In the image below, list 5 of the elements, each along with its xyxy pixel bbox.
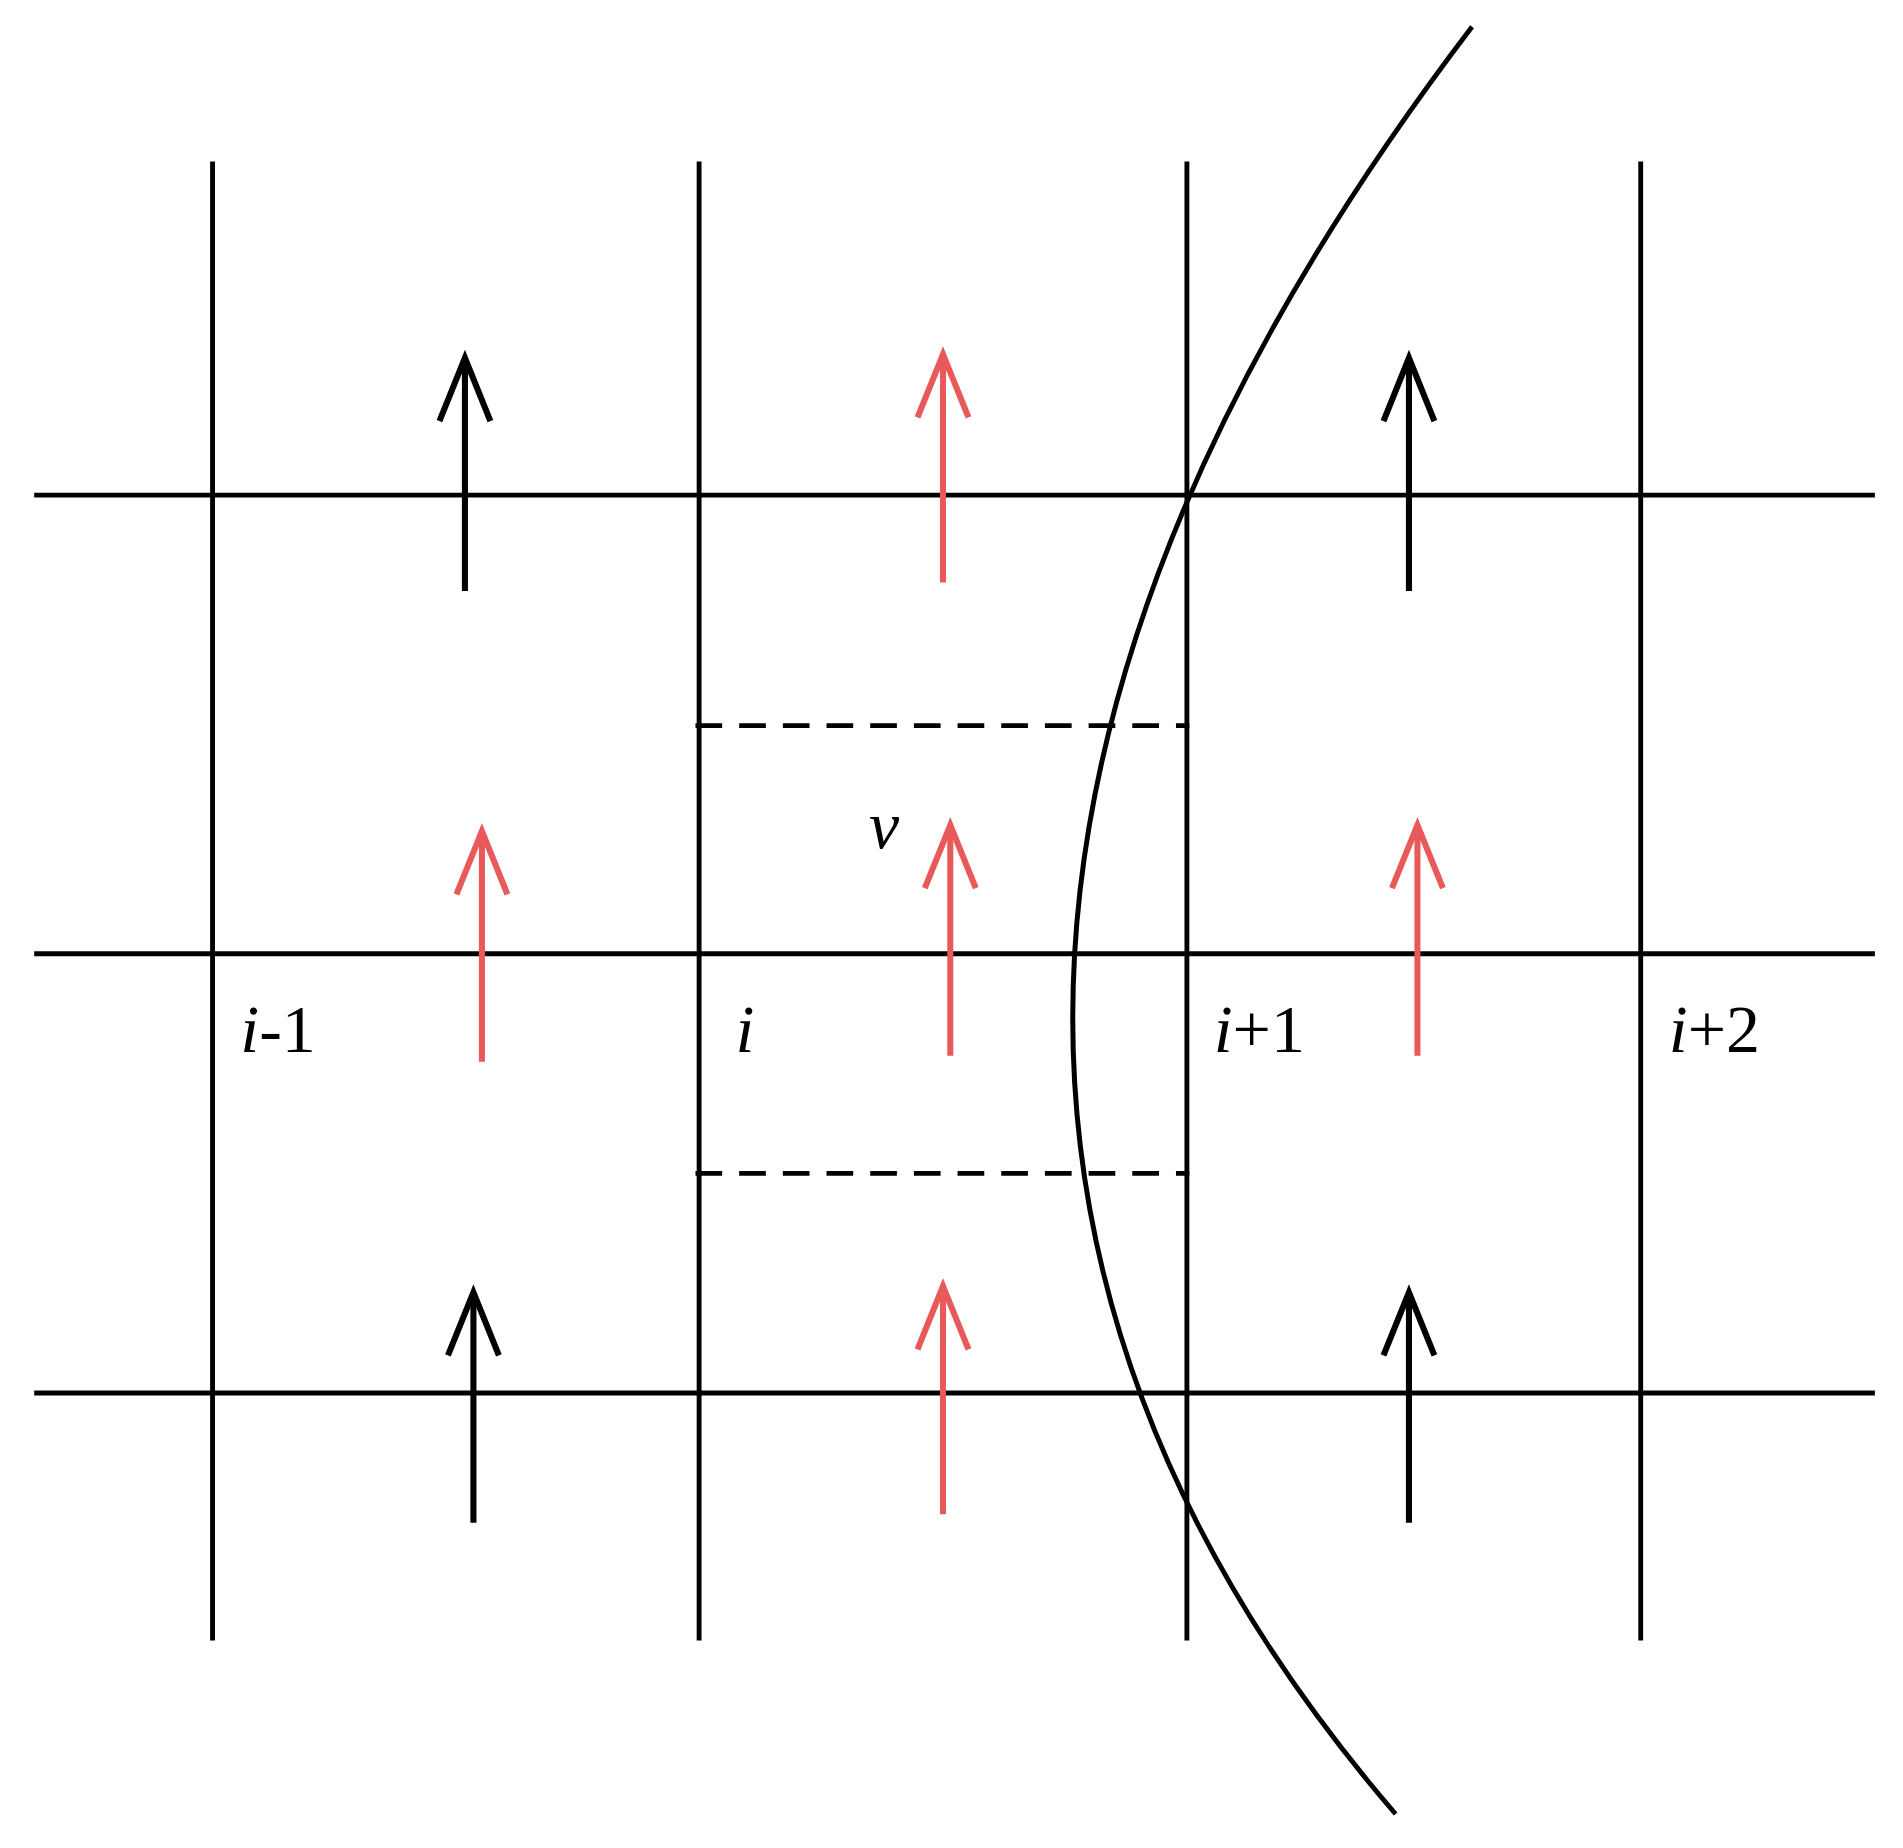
- index-label: i+2: [1668, 995, 1761, 1064]
- index-label: i-1: [240, 995, 316, 1064]
- variable-label: v: [868, 791, 900, 860]
- index-label: i+1: [1213, 995, 1305, 1064]
- index-label: i: [735, 995, 755, 1064]
